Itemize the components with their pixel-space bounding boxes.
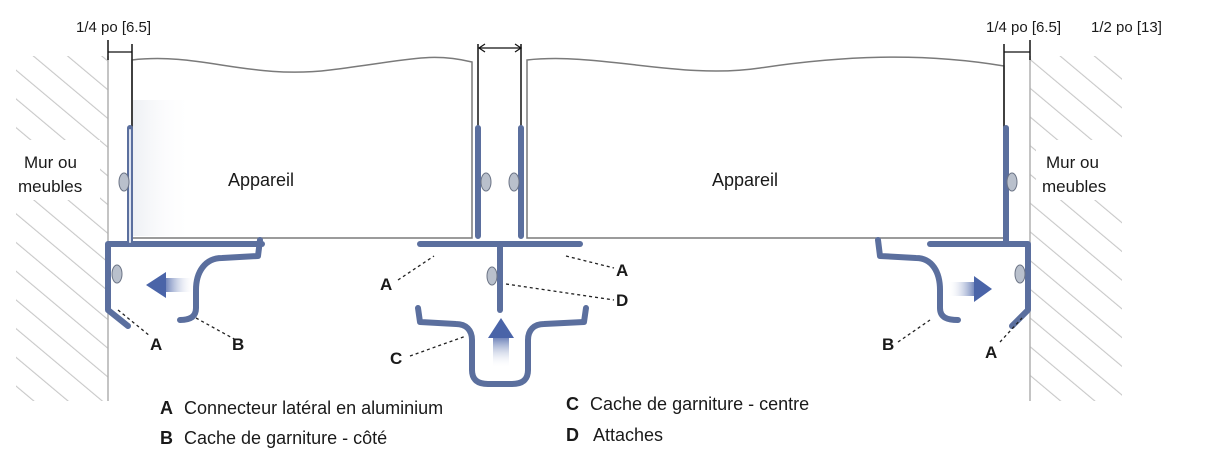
legend-text-a: Connecteur latéral en aluminium bbox=[184, 398, 443, 418]
right-side-cover-b bbox=[875, 237, 993, 323]
legend-key-d: D bbox=[566, 425, 579, 445]
legend: A Connecteur latéral en aluminium B Cach… bbox=[160, 394, 809, 448]
center-connector bbox=[417, 125, 583, 313]
callout-d-center: D bbox=[616, 291, 628, 310]
legend-text-b: Cache de garniture - côté bbox=[184, 428, 387, 448]
legend-text-c: Cache de garniture - centre bbox=[590, 394, 809, 414]
left-side-cover-b bbox=[147, 237, 263, 323]
legend-key-c: C bbox=[566, 394, 579, 414]
right-wall-label-2: meubles bbox=[1042, 177, 1106, 196]
dimension-right-b: 1/2 po [13] bbox=[1091, 19, 1162, 36]
left-appliance bbox=[131, 56, 473, 239]
legend-item-b: B Cache de garniture - côté bbox=[160, 428, 387, 448]
dimension-left: 1/4 po [6.5] bbox=[76, 19, 151, 36]
legend-key-a: A bbox=[160, 398, 173, 418]
legend-text-d: Attaches bbox=[593, 425, 663, 445]
callout-a-center-right: A bbox=[616, 261, 628, 280]
arrow-right-icon bbox=[948, 276, 992, 302]
callout-a-center-left: A bbox=[380, 275, 392, 294]
callout-a-right: A bbox=[985, 343, 997, 362]
callout-c-center: C bbox=[390, 349, 402, 368]
legend-item-c: C Cache de garniture - centre bbox=[566, 394, 809, 414]
left-wall-label-1: Mur ou bbox=[24, 153, 77, 172]
right-wall-label-1: Mur ou bbox=[1046, 153, 1099, 172]
dimension-markers bbox=[108, 43, 1030, 53]
arrow-left-icon bbox=[146, 272, 194, 298]
right-wall bbox=[1029, 56, 1126, 401]
left-wall bbox=[10, 56, 109, 401]
dimension-right-a: 1/4 po [6.5] bbox=[986, 19, 1061, 36]
right-appliance-label: Appareil bbox=[712, 170, 778, 190]
legend-key-b: B bbox=[160, 428, 173, 448]
callout-b-right: B bbox=[882, 335, 894, 354]
left-wall-label-2: meubles bbox=[18, 177, 82, 196]
callout-a-left: A bbox=[150, 335, 162, 354]
legend-item-a: A Connecteur latéral en aluminium bbox=[160, 398, 443, 418]
callout-b-left: B bbox=[232, 335, 244, 354]
leader-lines bbox=[117, 255, 1023, 357]
left-appliance-label: Appareil bbox=[228, 170, 294, 190]
legend-item-d: D Attaches bbox=[566, 425, 663, 445]
center-cover-c bbox=[415, 305, 589, 387]
arrow-up-icon bbox=[488, 318, 514, 368]
right-appliance bbox=[526, 56, 1005, 239]
